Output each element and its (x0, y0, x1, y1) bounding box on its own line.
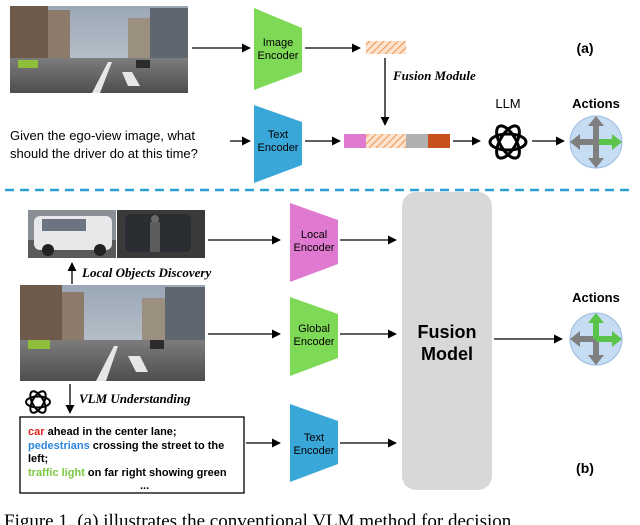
keyword-traffic-light: traffic light (28, 467, 85, 479)
question-line-1: Given the ego-view image, what (10, 128, 195, 143)
llm-label: LLM (495, 96, 520, 111)
ego-view-image-bottom (20, 285, 205, 381)
description-line-4-rest: on far right showing green (85, 467, 227, 479)
figure-caption: Figure 1. (a) illustrates the convention… (4, 511, 512, 525)
actions-icon-top (569, 115, 623, 169)
global-encoder-label-1: Global (298, 323, 330, 335)
token-sequence (344, 134, 450, 148)
local-encoder-label-2: Encoder (294, 242, 335, 254)
local-object-crop-car (28, 210, 116, 258)
actions-icon-bottom (569, 312, 623, 366)
local-encoder-label-1: Local (301, 229, 327, 241)
local-object-crop-pedestrian (117, 210, 205, 258)
description-line-3: left; (28, 453, 48, 465)
text-encoder-top-label-1: Text (268, 129, 288, 141)
gray-token (406, 134, 428, 148)
text-token (344, 134, 366, 148)
image-token (366, 41, 406, 54)
description-line-1: car ahead in the center lane; (28, 426, 177, 438)
local-encoder-block (290, 203, 338, 282)
image-encoder-label-1: Image (263, 37, 294, 49)
vlm-understanding-label: VLM Understanding (79, 391, 191, 406)
text-encoder-bottom-label-1: Text (304, 432, 324, 444)
image-encoder-block (254, 8, 302, 90)
actions-label-bottom: Actions (572, 290, 620, 305)
description-line-1-rest: ahead in the center lane; (45, 426, 177, 438)
vlm-logo-icon (25, 390, 51, 414)
fusion-model-label-1: Fusion (418, 322, 477, 342)
text-encoder-block-bottom (290, 404, 338, 482)
description-line-4: traffic light on far right showing green (28, 467, 227, 479)
question-line-2: should the driver do at this time? (10, 146, 198, 161)
panel-label-b: (b) (576, 460, 594, 476)
panel-label-a: (a) (576, 40, 593, 56)
text-encoder-top-label-2: Encoder (258, 142, 299, 154)
global-encoder-block (290, 297, 338, 376)
keyword-car: car (28, 426, 45, 438)
image-encoder-label-2: Encoder (258, 50, 299, 62)
fusion-model-block (402, 192, 492, 490)
orange-token (428, 134, 450, 148)
global-encoder-label-2: Encoder (294, 336, 335, 348)
fusion-module-label: Fusion Module (392, 68, 476, 83)
text-encoder-block-top (254, 105, 302, 183)
description-line-2: pedestrians crossing the street to the (28, 440, 224, 452)
actions-label-top: Actions (572, 96, 620, 111)
llm-logo-icon (488, 124, 528, 160)
local-objects-discovery-label: Local Objects Discovery (81, 265, 211, 280)
description-line-5: ... (140, 480, 149, 492)
ego-view-image-top (10, 6, 188, 93)
fusion-model-label-2: Model (421, 344, 473, 364)
description-line-2-rest: crossing the street to the (90, 440, 224, 452)
scene-description-box (19, 416, 245, 494)
keyword-pedestrians: pedestrians (28, 440, 90, 452)
fused-image-token (366, 134, 406, 148)
text-encoder-bottom-label-2: Encoder (294, 445, 335, 457)
